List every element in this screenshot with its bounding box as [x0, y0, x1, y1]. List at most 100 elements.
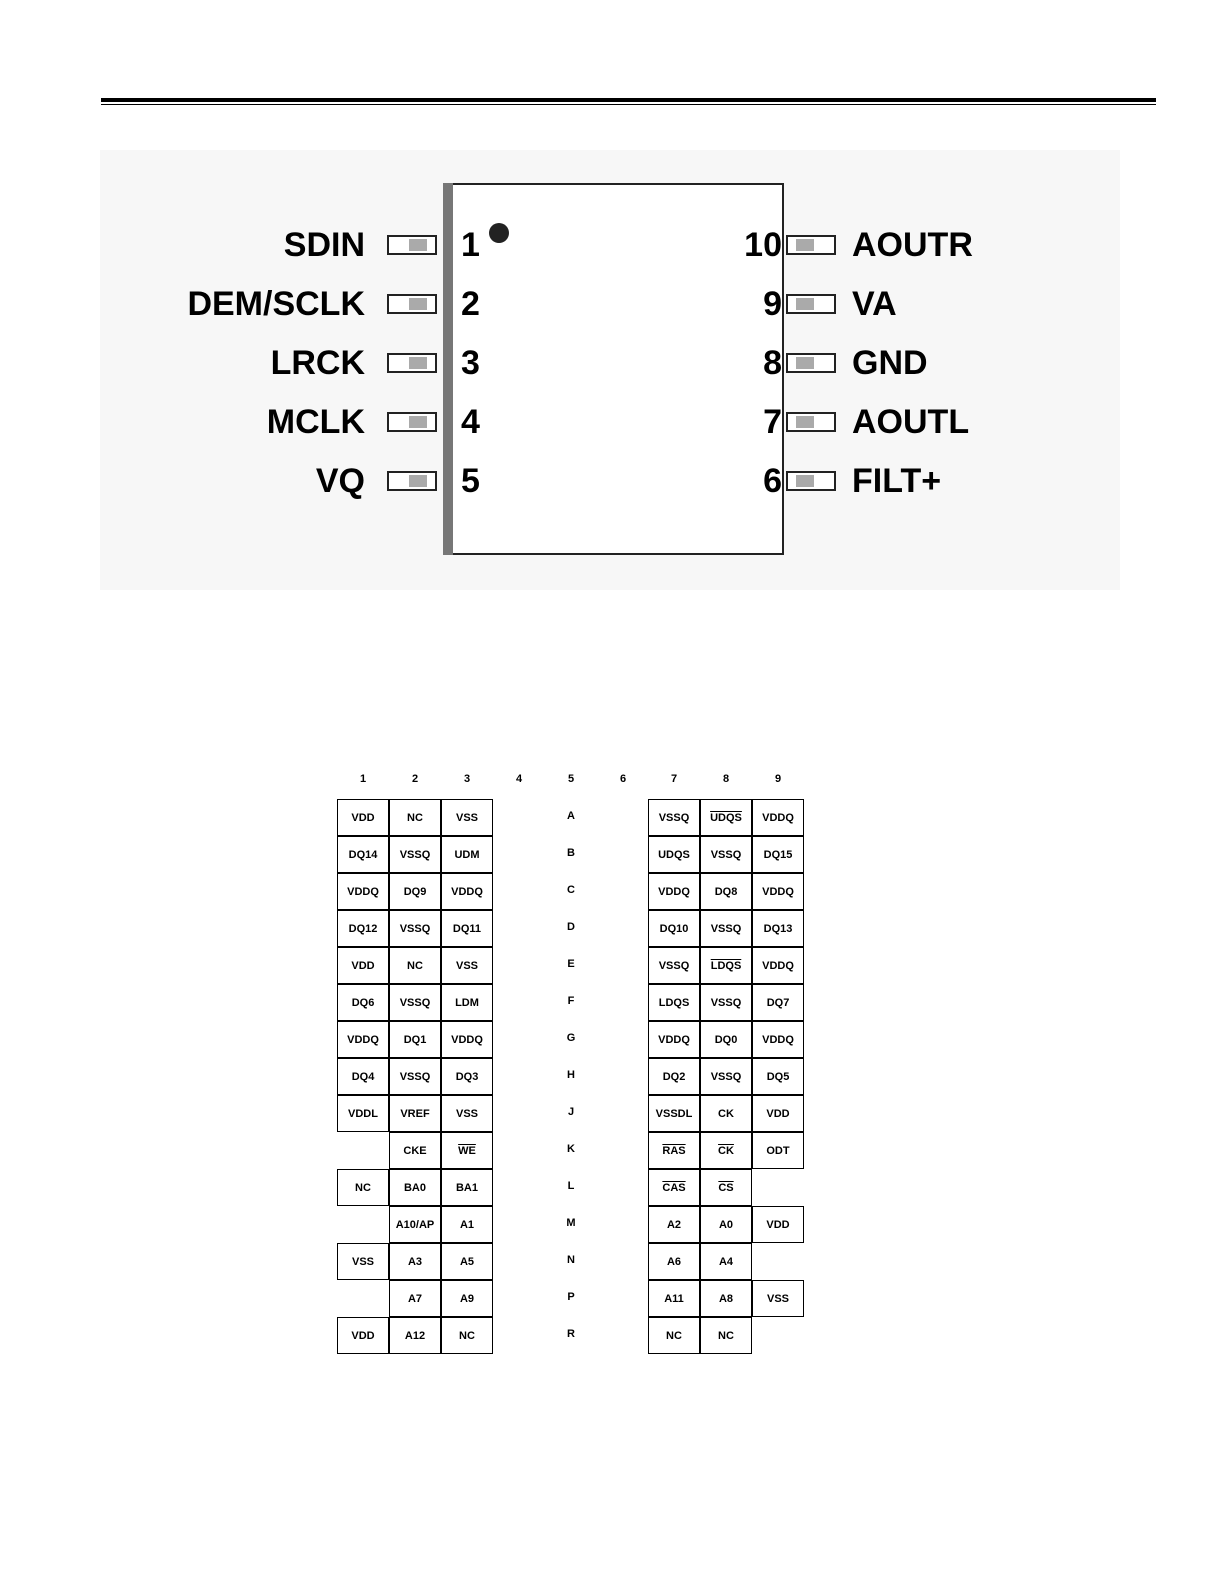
bga-row-label: J [567, 1106, 575, 1118]
pin-pad-right [786, 412, 836, 432]
bga-ball-cell: VDDQ [337, 1021, 389, 1058]
bga-ball-cell: VSS [441, 1095, 493, 1132]
bga-ball-cell: NC [441, 1317, 493, 1354]
bga-row-label: H [567, 1069, 575, 1081]
bga-ball-cell: A5 [441, 1243, 493, 1280]
bga-ball-cell: VDD [337, 1317, 389, 1354]
bga-ball-cell: VDDQ [752, 873, 804, 910]
bga-ball-cell: A2 [648, 1206, 700, 1243]
bga-column-label: 2 [411, 773, 419, 785]
bga-row-label: K [567, 1143, 575, 1155]
pin-number-left: 3 [461, 344, 480, 382]
pin-pad-left [387, 471, 437, 491]
pin-label-right: FILT+ [852, 462, 942, 500]
bga-ball-cell: VDD [337, 947, 389, 984]
header-rule-thin [101, 104, 1156, 105]
bga-ball-cell: DQ4 [337, 1058, 389, 1095]
bga-ball-cell: BA0 [389, 1169, 441, 1206]
bga-column-label: 6 [619, 773, 627, 785]
pin-number-right: 10 [744, 226, 782, 264]
bga-ball-cell: DQ8 [700, 873, 752, 910]
bga-empty-cell [337, 1280, 389, 1317]
bga-ball-cell: CAS [648, 1169, 700, 1206]
bga-ball-cell: WE [441, 1132, 493, 1169]
bga-row-label: A [567, 810, 575, 822]
bga-ball-cell: VSSQ [648, 947, 700, 984]
bga-ball-cell: DQ6 [337, 984, 389, 1021]
chip-body [443, 183, 784, 555]
bga-ball-cell: A9 [441, 1280, 493, 1317]
bga-ball-cell: VSSQ [389, 836, 441, 873]
bga-ball-cell: DQ1 [389, 1021, 441, 1058]
bga-ball-cell: VDD [752, 1095, 804, 1132]
bga-empty-cell [752, 1169, 804, 1206]
bga-ball-cell: VDD [752, 1206, 804, 1243]
bga-row-label: D [567, 921, 575, 933]
pin-number-right: 8 [763, 344, 782, 382]
bga-ball-cell: UDQS [648, 836, 700, 873]
bga-column-label: 4 [515, 773, 523, 785]
bga-row-label: B [567, 847, 575, 859]
bga-ball-cell: A1 [441, 1206, 493, 1243]
bga-ball-cell: DQ10 [648, 910, 700, 947]
bga-column-label: 5 [567, 773, 575, 785]
bga-ball-cell: DQ15 [752, 836, 804, 873]
pin-number-right: 7 [763, 403, 782, 441]
bga-row-label: N [567, 1254, 575, 1266]
bga-ball-cell: VSSDL [648, 1095, 700, 1132]
bga-ball-cell: VSSQ [700, 1058, 752, 1095]
pin-number-left: 4 [461, 403, 480, 441]
bga-ball-cell: VDDQ [752, 947, 804, 984]
bga-ball-cell: VSSQ [389, 910, 441, 947]
bga-row-label: E [567, 958, 575, 970]
bga-ball-cell: NC [389, 799, 441, 836]
bga-ball-cell: DQ9 [389, 873, 441, 910]
bga-ball-cell: NC [700, 1317, 752, 1354]
bga-ball-cell: VDDQ [648, 1021, 700, 1058]
bga-ball-cell: VDDL [337, 1095, 389, 1132]
bga-ball-cell: VDDQ [752, 799, 804, 836]
bga-ball-cell: NC [389, 947, 441, 984]
pin-pad-right [786, 471, 836, 491]
bga-column-label: 7 [670, 773, 678, 785]
bga-row-label: M [566, 1217, 576, 1229]
pin-label-left: LRCK [270, 344, 365, 382]
bga-ball-cell: UDQS [700, 799, 752, 836]
bga-ball-cell: A3 [389, 1243, 441, 1280]
pin-number-left: 2 [461, 285, 480, 323]
bga-ball-cell: A11 [648, 1280, 700, 1317]
bga-ball-cell: DQ14 [337, 836, 389, 873]
bga-ball-cell: DQ13 [752, 910, 804, 947]
bga-ball-cell: A8 [700, 1280, 752, 1317]
bga-ball-cell: DQ2 [648, 1058, 700, 1095]
pin-pad-right [786, 235, 836, 255]
pin-label-left: DEM/SCLK [187, 285, 365, 323]
bga-ball-cell: VSS [441, 799, 493, 836]
bga-row-label: P [567, 1291, 575, 1303]
bga-ball-cell: VDDQ [752, 1021, 804, 1058]
bga-empty-cell [337, 1206, 389, 1243]
pin-label-right: AOUTL [852, 403, 970, 441]
bga-ball-cell: A12 [389, 1317, 441, 1354]
bga-empty-cell [752, 1317, 804, 1354]
bga-row-label: F [567, 995, 575, 1007]
bga-ball-cell: DQ7 [752, 984, 804, 1021]
bga-ball-cell: RAS [648, 1132, 700, 1169]
pin-pad-left [387, 235, 437, 255]
bga-row-label: L [567, 1180, 575, 1192]
bga-ball-cell: A0 [700, 1206, 752, 1243]
bga-ball-cell: CK [700, 1132, 752, 1169]
bga-ball-cell: ODT [752, 1132, 804, 1169]
bga-ball-cell: LDQS [700, 947, 752, 984]
bga-ball-cell: A6 [648, 1243, 700, 1280]
bga-ball-cell: A4 [700, 1243, 752, 1280]
bga-ball-cell: UDM [441, 836, 493, 873]
pin-number-left: 5 [461, 462, 480, 500]
bga-ball-cell: DQ3 [441, 1058, 493, 1095]
bga-ball-cell: DQ12 [337, 910, 389, 947]
bga-column-label: 8 [722, 773, 730, 785]
chip-body-edge [443, 183, 453, 555]
bga-ball-cell: DQ11 [441, 910, 493, 947]
bga-ball-cell: CK [700, 1095, 752, 1132]
bga-ball-cell: A10/AP [389, 1206, 441, 1243]
